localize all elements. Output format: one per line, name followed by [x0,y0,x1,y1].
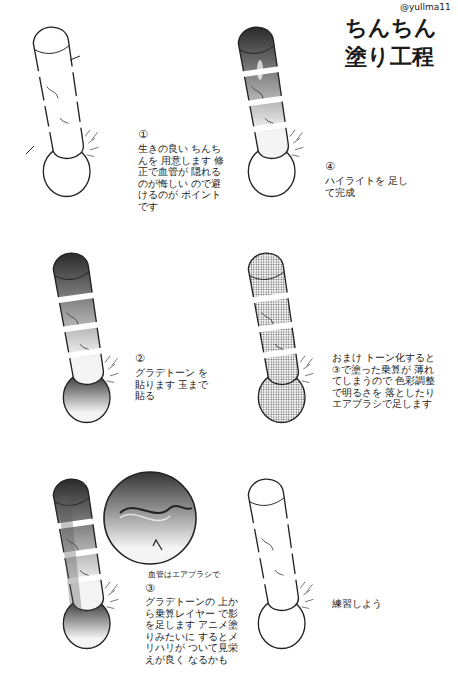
watermark: @yullma11 [400,2,451,13]
closing-note: 練習しよう [332,598,382,610]
page-title: ちんちん 塗り工程 [345,14,444,71]
callout-number: ② [135,352,145,365]
detail-inset [100,468,200,568]
step-note: ハイライトを 足して完成 [325,175,417,198]
step-note: グラデトーンの 上から乗算レイヤー で影を足します アニメ塗りみたいに するとメ… [145,596,245,665]
step1-figure [10,4,110,219]
callout-number: ④ [325,160,335,173]
callout-number: ① [138,128,148,141]
step2-figure [30,230,130,445]
bonus-note: おまけ トーン化すると ③で塗った乗算が 薄れてしまうので 色彩調整で明るさを … [332,352,442,410]
step-note: グラデトーン を貼ります 玉まで貼る [135,367,217,402]
bonus-figure [225,230,325,445]
inset-caption: 血管はエアブラシで [148,570,220,580]
callout-number: ③ [145,582,155,595]
practice-figure [225,456,325,671]
step-note: 生きの良い ちんちんを 用意します 修正で血管が 隠れるのが悔しい ので避けるの… [138,143,230,212]
step4-figure [215,4,315,219]
